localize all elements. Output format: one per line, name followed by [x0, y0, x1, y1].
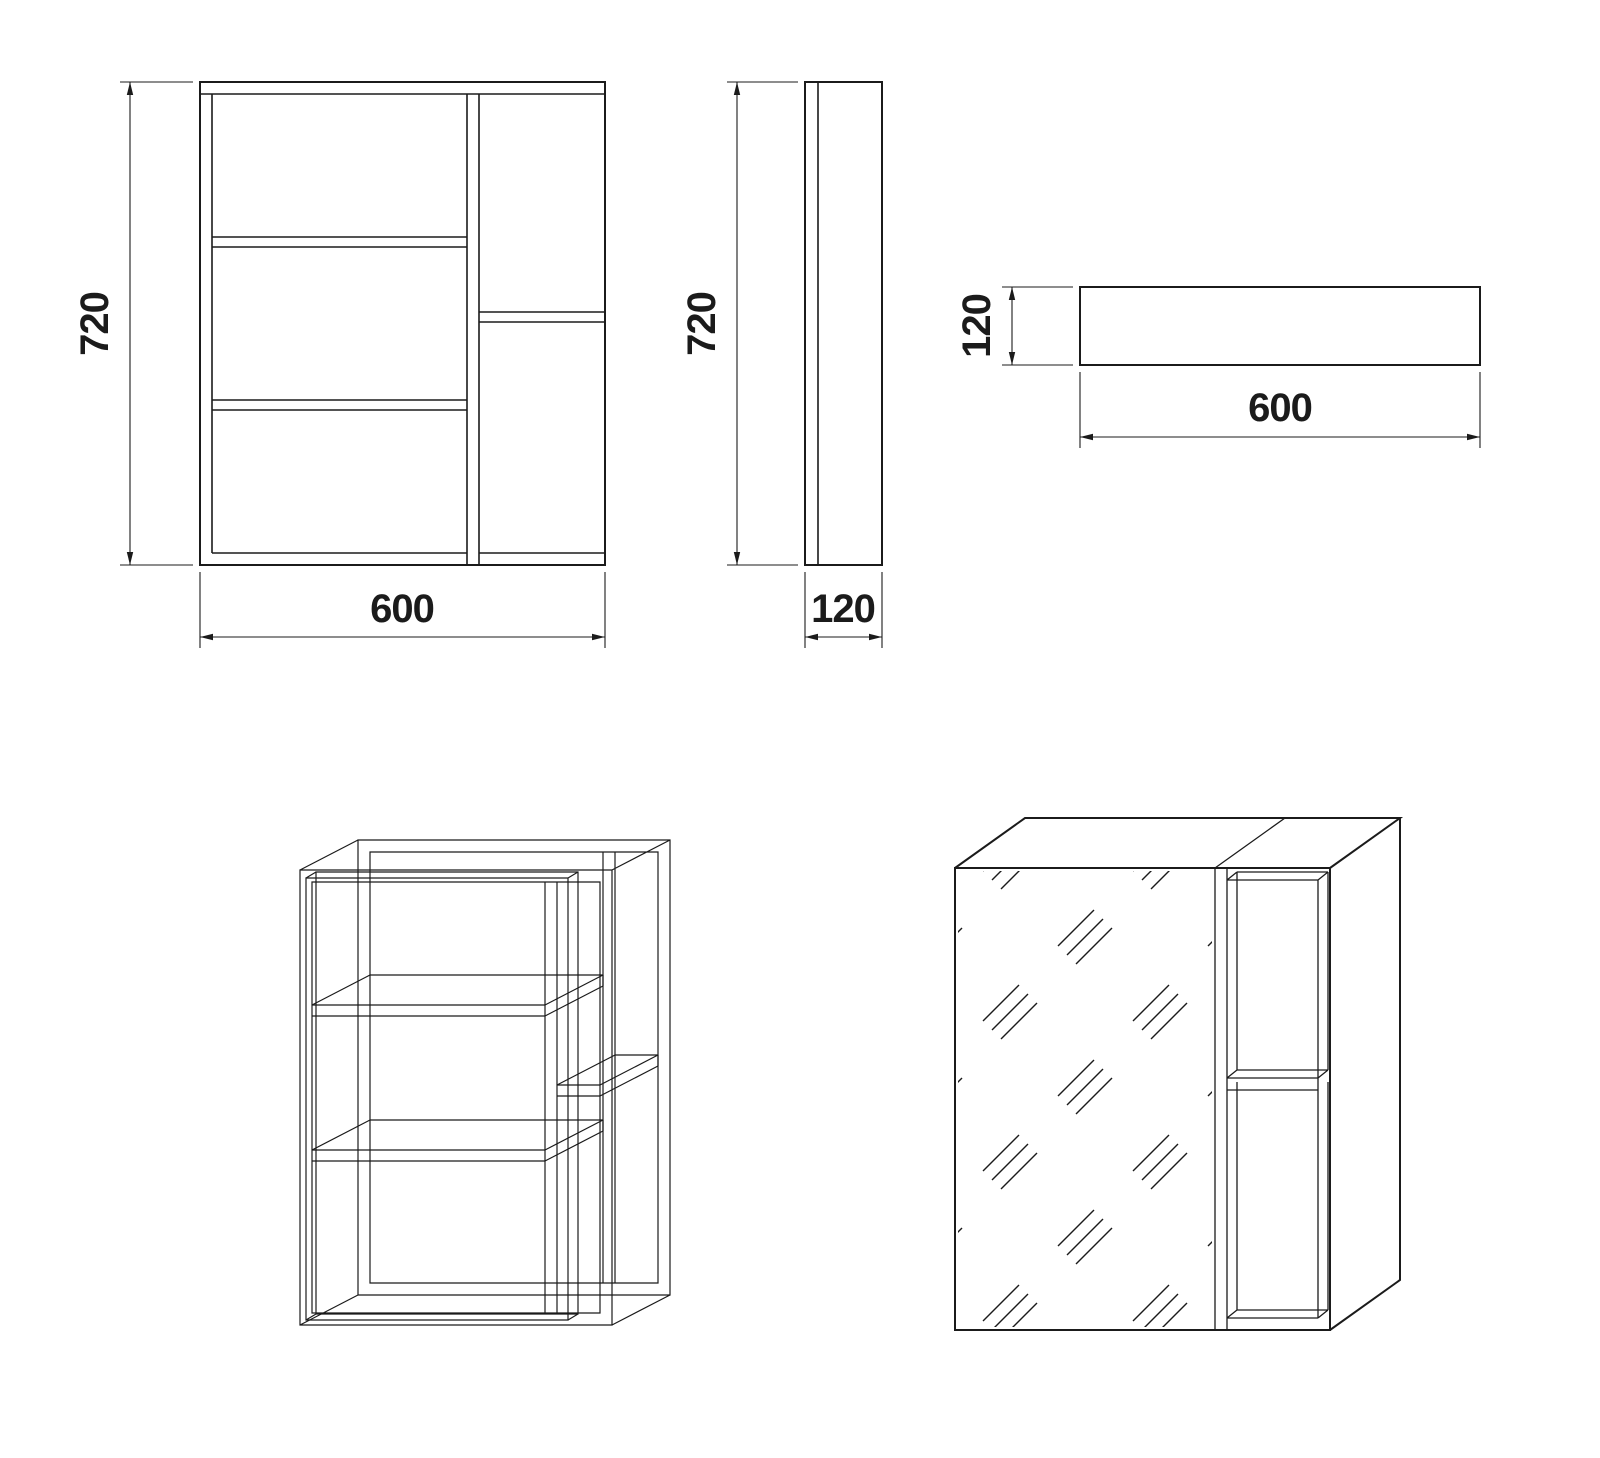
isometric-door-and-shelf-details	[1214, 817, 1329, 1330]
side-depth-dim-label: 120	[811, 587, 875, 631]
wireframe-mirror-door	[305, 871, 579, 1321]
front-view	[199, 81, 606, 566]
front-view-internal-shelves	[200, 93, 605, 565]
front-width-dim-label: 600	[370, 587, 434, 631]
mirror-glass-hatching	[958, 871, 1212, 1327]
top-depth-dim-label: 120	[955, 294, 999, 358]
side-height-dimension: 720	[680, 81, 798, 566]
front-width-dimension: 600	[199, 572, 606, 648]
top-depth-extension-lines	[1002, 286, 1073, 366]
top-view-outline	[1079, 286, 1481, 366]
isometric-cabinet-outline	[954, 817, 1404, 1331]
wireframe-carcass	[299, 839, 671, 1326]
isometric-mirror-view	[954, 817, 1404, 1331]
side-view-outline	[804, 81, 883, 566]
top-width-dimension: 600	[1079, 372, 1481, 448]
wireframe-isometric-view	[299, 839, 671, 1326]
side-height-extension-lines	[727, 81, 798, 566]
top-view	[1079, 286, 1481, 366]
wireframe-shelves	[311, 974, 659, 1162]
top-width-dim-label: 600	[1248, 386, 1312, 430]
front-view-outline	[199, 81, 606, 566]
front-height-dim-label: 720	[73, 292, 117, 356]
side-height-dim-label: 720	[680, 292, 724, 356]
side-view	[804, 81, 883, 566]
front-height-dimension: 720	[73, 81, 193, 566]
top-depth-dimension: 120	[955, 286, 1073, 366]
side-depth-dimension: 120	[804, 572, 883, 648]
front-height-extension-lines	[120, 81, 193, 566]
